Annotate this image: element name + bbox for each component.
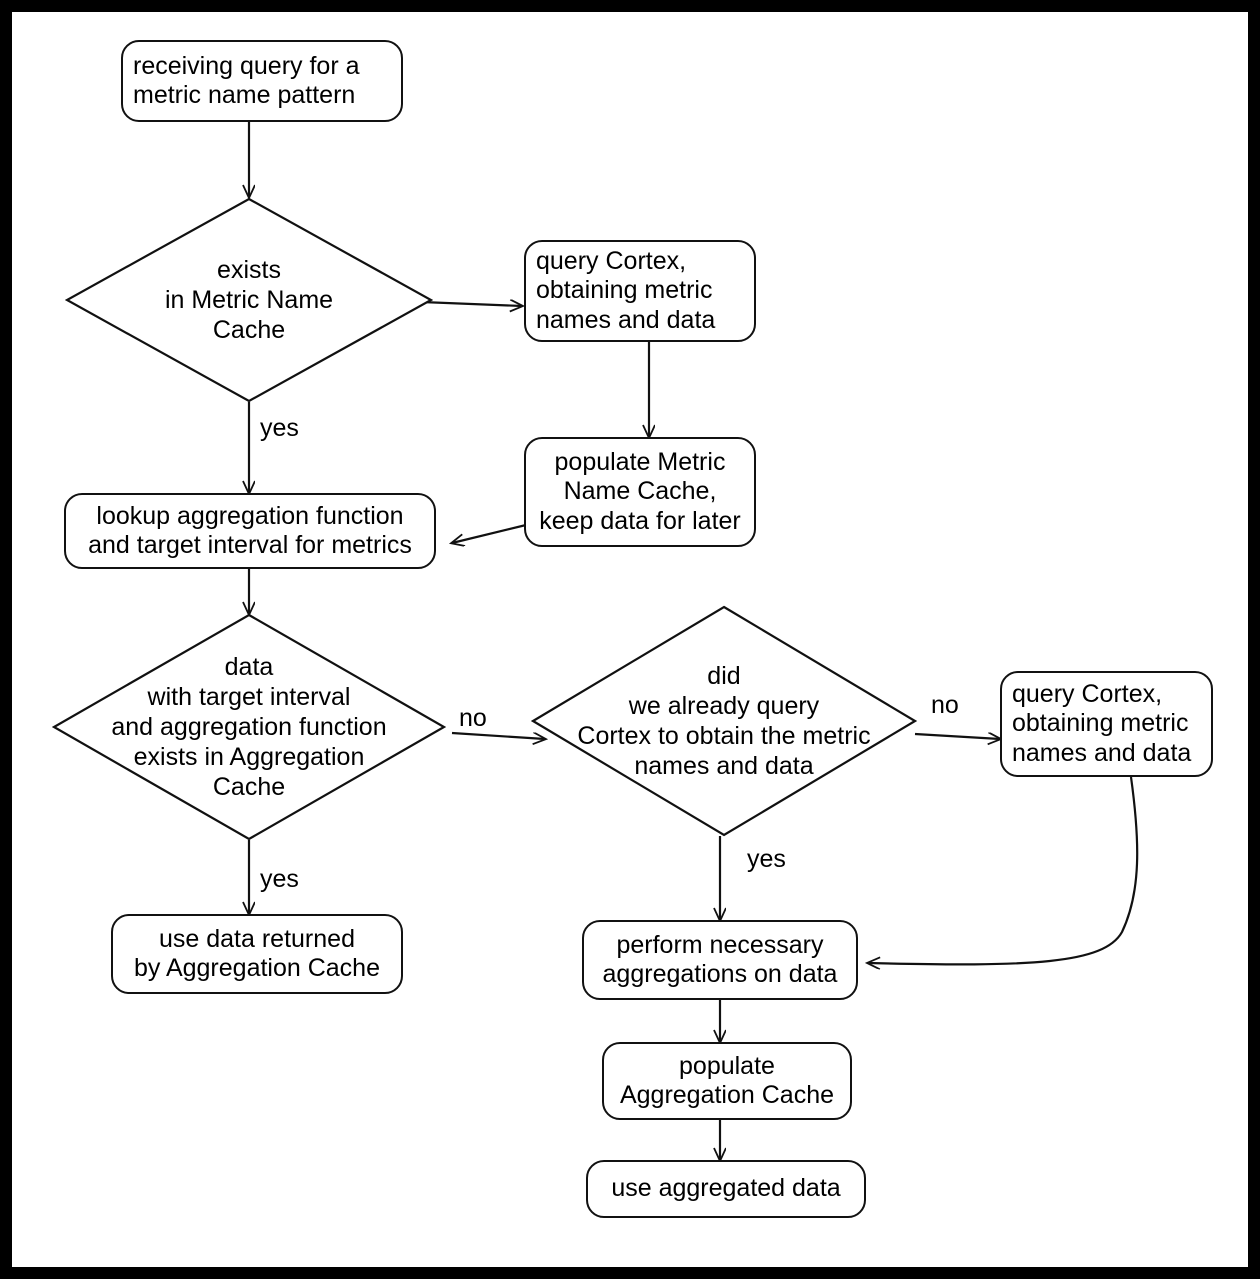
node-populate-metric-name-cache[interactable]: populate Metric Name Cache, keep data fo… bbox=[524, 437, 756, 547]
node-populate-aggregation-cache[interactable]: populate Aggregation Cache bbox=[602, 1042, 852, 1120]
edge-populate-cache-to-lookup bbox=[452, 523, 527, 543]
node-already-queried-check[interactable]: did we already query Cortex to obtain th… bbox=[531, 605, 917, 837]
node-lookup-aggregation[interactable]: lookup aggregation function and target i… bbox=[64, 493, 436, 569]
edge-already-queried-no-to-query-cortex2 bbox=[914, 734, 1000, 739]
edge-label-aggregation-cache-yes: yes bbox=[260, 865, 299, 893]
node-start[interactable]: receiving query for a metric name patter… bbox=[121, 40, 403, 122]
node-metric-name-cache-check[interactable]: exists in Metric Name Cache bbox=[65, 197, 433, 403]
node-use-cached-data[interactable]: use data returned by Aggregation Cache bbox=[111, 914, 403, 994]
node-already-queried-check-label: did we already query Cortex to obtain th… bbox=[577, 662, 871, 780]
diamond-outline bbox=[65, 197, 433, 403]
node-query-cortex-1[interactable]: query Cortex, obtaining metric names and… bbox=[524, 240, 756, 342]
flowchart-canvas: receiving query for a metric name patter… bbox=[12, 12, 1248, 1267]
edge-label-metric-cache-yes: yes bbox=[260, 414, 299, 442]
edge-label-already-queried-no: no bbox=[931, 691, 959, 719]
node-aggregation-cache-check[interactable]: data with target interval and aggregatio… bbox=[52, 613, 446, 841]
node-metric-name-cache-check-label: exists in Metric Name Cache bbox=[164, 256, 334, 344]
node-perform-aggregations[interactable]: perform necessary aggregations on data bbox=[582, 920, 858, 1000]
node-query-cortex-2[interactable]: query Cortex, obtaining metric names and… bbox=[1000, 671, 1213, 777]
diamond-outline bbox=[52, 613, 446, 841]
diagram-frame: receiving query for a metric name patter… bbox=[12, 12, 1248, 1267]
node-aggregation-cache-check-label: data with target interval and aggregatio… bbox=[111, 653, 387, 801]
node-use-aggregated-data[interactable]: use aggregated data bbox=[586, 1160, 866, 1218]
diamond-outline bbox=[531, 605, 917, 837]
edge-label-already-queried-yes: yes bbox=[747, 845, 786, 873]
edge-label-aggregation-cache-no: no bbox=[459, 704, 487, 732]
